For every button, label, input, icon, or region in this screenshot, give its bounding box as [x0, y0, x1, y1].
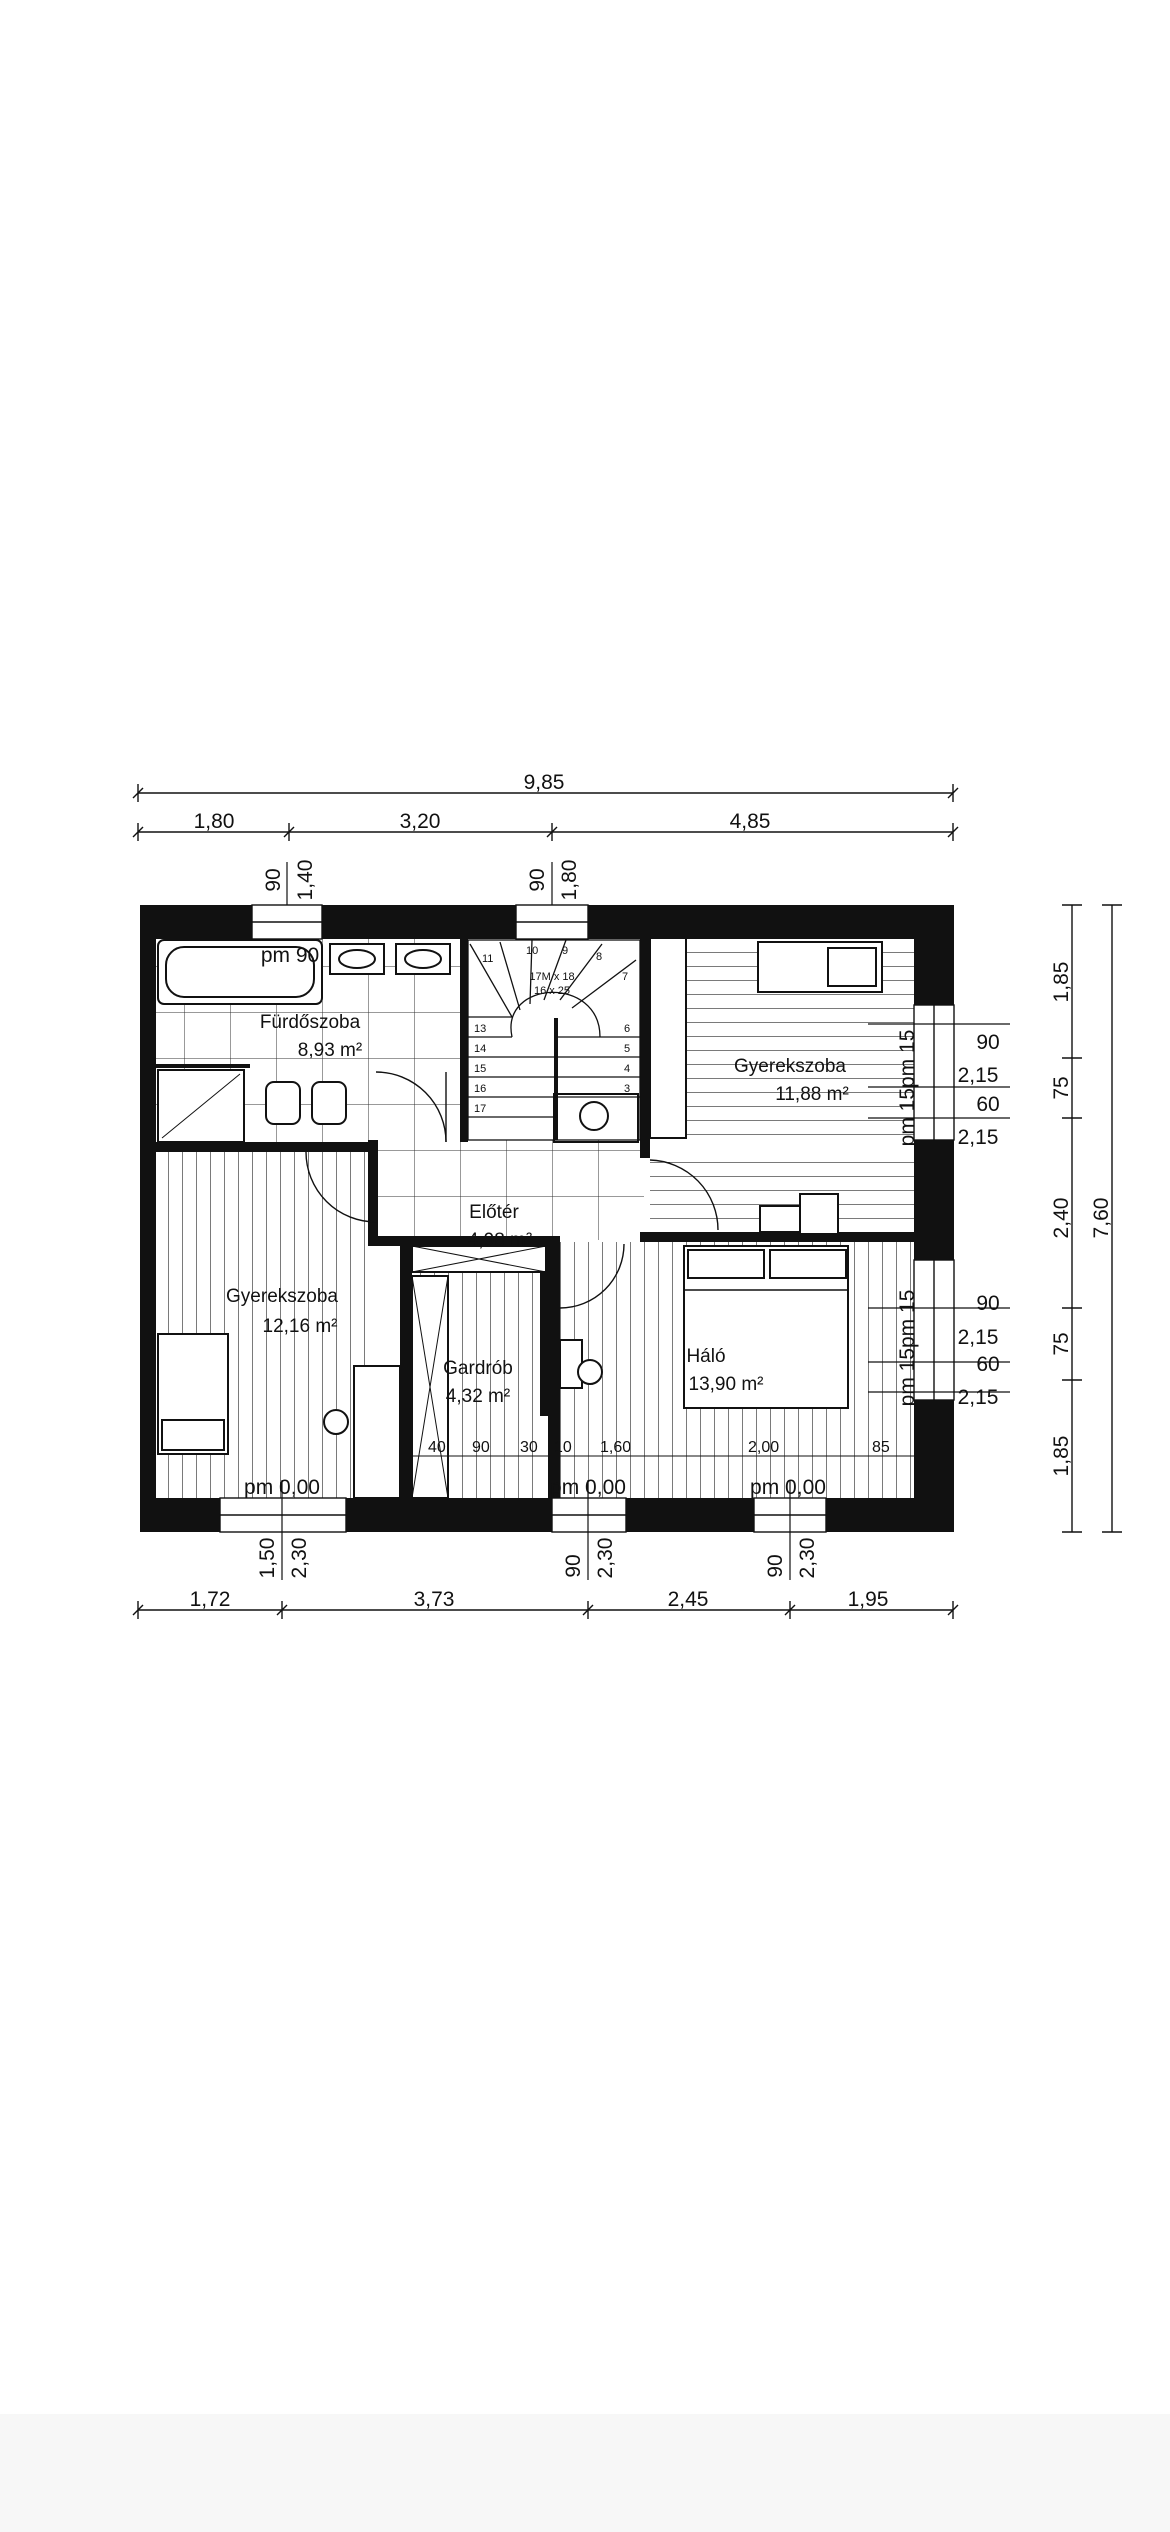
dim-top-seg-1: 1,80 [194, 810, 235, 833]
dim-win-r2-2: 2,15 [958, 1326, 999, 1349]
dim-win-top-mid-1: 90 [526, 868, 549, 891]
step-13: 13 [474, 1023, 486, 1035]
inner-dim-1: 40 [428, 1439, 446, 1456]
room-hall-name: Előtér [469, 1202, 519, 1223]
dim-top-seg-3: 4,85 [730, 810, 771, 833]
right-pm-lower: pm 15pm 15 [896, 1290, 919, 1407]
room-bedroom-name: Háló [686, 1346, 725, 1367]
right-dimensions [1062, 904, 1122, 1533]
dim-win-r1-1: 90 [976, 1031, 999, 1054]
dim-bot-seg-3: 2,45 [668, 1588, 709, 1611]
inner-dim-5: 1,60 [600, 1439, 631, 1456]
dim-win-bot-left-2: 2,30 [288, 1538, 311, 1579]
stairs-label-1: 17M x 18 [529, 971, 574, 983]
fixtures [157, 937, 883, 1499]
dim-win-r2-3: 60 [976, 1353, 999, 1376]
dim-bot-seg-4: 1,95 [848, 1588, 889, 1611]
dim-bot-seg-2: 3,73 [414, 1588, 455, 1611]
step-16: 16 [474, 1083, 486, 1095]
dim-win-top-mid-2: 1,80 [558, 860, 581, 901]
room-kids1-area: 11,88 m² [775, 1084, 849, 1105]
step-6: 6 [624, 1023, 630, 1035]
bottom-window-dim-lines [281, 1480, 791, 1580]
room-bathroom-area: 8,93 m² [298, 1040, 362, 1061]
room-kids2-name: Gyerekszoba [226, 1286, 338, 1307]
dim-win-r2-1: 90 [976, 1292, 999, 1315]
dim-win-bot-mid-2: 2,30 [594, 1538, 617, 1579]
dim-win-top-left-2: 1,40 [294, 860, 317, 901]
step-3: 3 [624, 1083, 630, 1095]
dim-right-seg-5: 1,85 [1050, 1436, 1073, 1477]
inner-dim-3: 30 [520, 1439, 538, 1456]
bottom-bar [0, 2414, 1170, 2532]
step-10: 10 [526, 945, 538, 957]
inner-dim-2: 90 [472, 1439, 490, 1456]
step-4: 4 [624, 1063, 630, 1075]
room-bedroom-area: 13,90 m² [689, 1374, 764, 1395]
stairs-label-2: 16 x 25 [534, 985, 570, 997]
dim-win-bot-right-1: 90 [764, 1554, 787, 1577]
dim-right-seg-1: 1,85 [1050, 962, 1073, 1003]
inner-dim-4: 10 [554, 1439, 572, 1456]
step-7: 7 [622, 971, 628, 983]
dim-win-bot-left-1: 1,50 [256, 1538, 279, 1579]
top-dimensions [132, 784, 959, 841]
step-9: 9 [562, 945, 568, 957]
step-8: 8 [596, 951, 602, 963]
dim-right-seg-4: 75 [1050, 1332, 1073, 1355]
dim-right-seg-3: 2,40 [1050, 1198, 1073, 1239]
room-bathroom-name: Fürdőszoba [260, 1012, 361, 1033]
dim-win-r1-3: 60 [976, 1093, 999, 1116]
stairs [467, 939, 641, 1141]
doors [305, 1071, 719, 1309]
dim-top-seg-2: 3,20 [400, 810, 441, 833]
inner-dim-6: 2,00 [748, 1439, 779, 1456]
walls [140, 905, 954, 1532]
right-pm-upper: pm 15pm 15 [896, 1030, 919, 1147]
right-window-dim-lines [868, 1023, 1010, 1393]
dim-top-total: 9,85 [524, 771, 565, 794]
step-5: 5 [624, 1043, 630, 1055]
dim-win-bot-right-2: 2,30 [796, 1538, 819, 1579]
inner-dim-7: 85 [872, 1439, 890, 1456]
room-hall-area: 4,98 m² [468, 1230, 532, 1251]
dim-win-bot-mid-1: 90 [562, 1554, 585, 1577]
dim-win-r1-4: 2,15 [958, 1126, 999, 1149]
dim-win-r2-4: 2,15 [958, 1386, 999, 1409]
dim-bot-seg-1: 1,72 [190, 1588, 231, 1611]
step-15: 15 [474, 1063, 486, 1075]
dim-right-total: 7,60 [1090, 1198, 1113, 1239]
step-17: 17 [474, 1103, 486, 1115]
room-kids1-name: Gyerekszoba [734, 1056, 846, 1077]
room-wardrobe-area: 4,32 m² [446, 1386, 510, 1407]
dim-right-seg-2: 75 [1050, 1076, 1073, 1099]
bottom-dimensions [132, 1601, 959, 1619]
level-bed-sill: pm 0,00 [750, 1476, 826, 1499]
step-14: 14 [474, 1043, 486, 1055]
room-wardrobe-name: Gardrób [443, 1358, 513, 1379]
level-bath-sill: pm 90 [261, 944, 319, 967]
dim-win-top-left-1: 90 [262, 868, 285, 891]
room-kids2-area: 12,16 m² [263, 1316, 338, 1337]
dim-win-r1-2: 2,15 [958, 1064, 999, 1087]
step-11: 11 [482, 953, 493, 965]
